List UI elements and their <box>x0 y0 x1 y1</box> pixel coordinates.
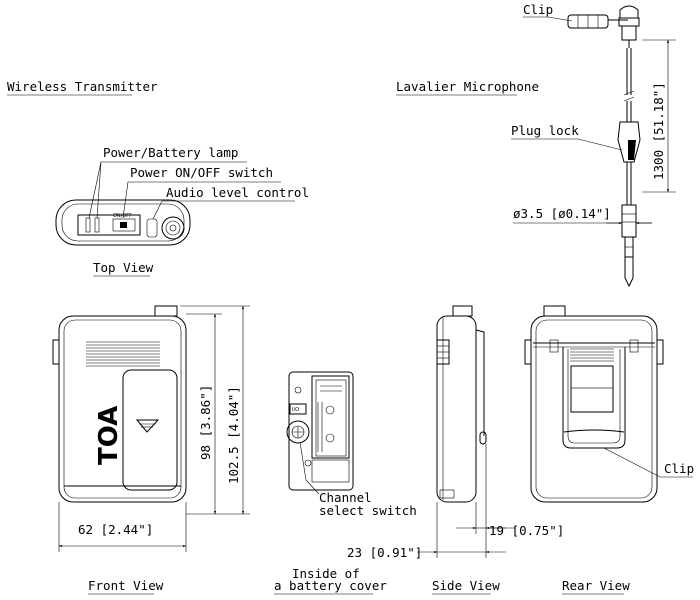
depth-total-dimension: 23 [0.91"] <box>347 545 422 560</box>
top-view-caption: Top View <box>93 260 154 275</box>
height-body-dimension: 98 [3.86"] <box>198 385 213 460</box>
channel-select-label-1: Channel <box>319 490 372 505</box>
clip-rear-label: Clip <box>664 461 694 476</box>
front-view-drawing <box>52 305 187 503</box>
height-total-dimension: 102.5 [4.04"] <box>226 386 241 484</box>
microphone-drawing <box>567 5 641 288</box>
power-switch-label: Power ON/OFF switch <box>130 165 273 180</box>
front-view-caption: Front View <box>88 578 164 593</box>
top-view-drawing: ON/OFF <box>55 199 191 246</box>
rear-grille <box>570 348 614 362</box>
rear-view-caption: Rear View <box>562 578 630 593</box>
side-view-drawing <box>436 305 487 503</box>
wireless-transmitter-heading: Wireless Transmitter <box>7 79 158 94</box>
power-battery-lamp-label: Power/Battery lamp <box>103 145 238 160</box>
rear-view-drawing <box>524 305 664 503</box>
clip-top-label: Clip <box>523 2 553 17</box>
plug-diameter-label: ø3.5 [ø0.14"] <box>513 206 611 221</box>
channel-select-label-2: select switch <box>319 503 417 518</box>
toa-logo: TOA <box>94 406 124 465</box>
front-grille <box>86 341 160 367</box>
io-marking: I/O <box>292 407 299 413</box>
depth-body-dimension: 19 [0.75"] <box>489 523 564 538</box>
cable-length-dimension: 1300 [51.18"] <box>651 82 666 180</box>
side-view-caption: Side View <box>432 578 500 593</box>
audio-level-label: Audio level control <box>166 185 309 200</box>
battery-caption-2: a battery cover <box>274 578 387 593</box>
battery-compartment-drawing: I/O <box>286 371 354 491</box>
plug-lock-label: Plug lock <box>511 123 579 138</box>
battery-caption-1: Inside of <box>292 566 360 581</box>
lavalier-microphone-heading: Lavalier Microphone <box>396 79 539 94</box>
on-off-marking: ON/OFF <box>113 213 132 219</box>
width-front-dimension: 62 [2.44"] <box>78 522 153 537</box>
